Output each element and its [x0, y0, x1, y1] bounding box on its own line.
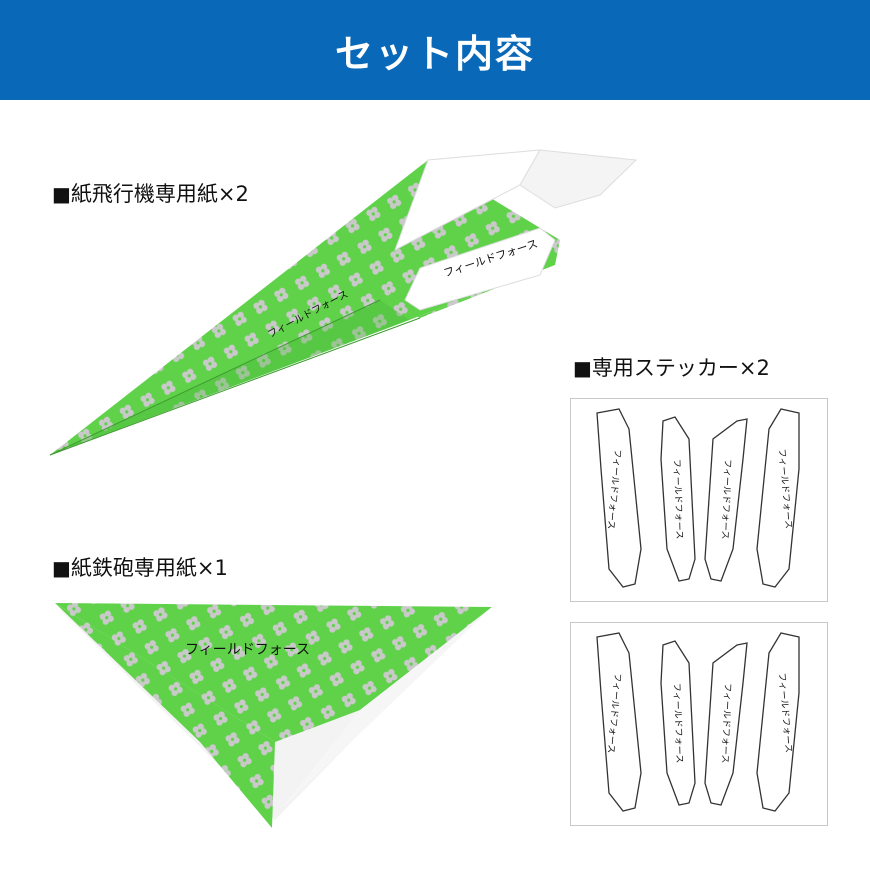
- paper-airplane-label-text: 紙飛行機専用紙×2: [70, 182, 249, 206]
- sticker-set-image: フィールドフォース フィールドフォース フィールドフォース フィールドフォース: [596, 632, 800, 812]
- square-bullet-icon: ■: [573, 356, 592, 380]
- sticker-brand-text: フィールドフォース: [671, 683, 684, 764]
- sticker-shape: [756, 408, 800, 588]
- sticker-shape: [660, 640, 696, 806]
- sticker-sheet: フィールドフォース フィールドフォース フィールドフォース フィールドフォース: [570, 398, 828, 602]
- sticker-set-image: フィールドフォース フィールドフォース フィールドフォース フィールドフォース: [596, 408, 800, 588]
- sticker-label-text: 専用ステッカー×2: [591, 356, 770, 380]
- paper-airplane-label: ■紙飛行機専用紙×2: [52, 178, 249, 208]
- sticker-shape: [660, 416, 696, 582]
- page-title: セット内容: [334, 31, 535, 76]
- square-bullet-icon: ■: [52, 182, 71, 206]
- sticker-brand-text: フィールドフォース: [719, 683, 732, 764]
- paper-airplane-image: フィールドフォース フィールドフォース: [49, 149, 638, 456]
- sticker-shape: [704, 418, 748, 582]
- paper-gun-label-text: 紙鉄砲専用紙×1: [70, 556, 228, 580]
- sticker-label: ■専用ステッカー×2: [573, 352, 770, 382]
- sticker-brand-text: フィールドフォース: [719, 459, 732, 540]
- sticker-brand-text: フィールドフォース: [671, 459, 684, 540]
- sticker-shape: [704, 642, 748, 806]
- square-bullet-icon: ■: [52, 556, 71, 580]
- paper-gun-image: フィールドフォース: [55, 603, 492, 828]
- sticker-shape: [756, 632, 800, 812]
- paper-gun-label: ■紙鉄砲専用紙×1: [52, 552, 228, 582]
- sticker-shape: [596, 408, 642, 588]
- brand-logo-icon: フィールドフォース: [185, 642, 310, 658]
- sticker-sheet: フィールドフォース フィールドフォース フィールドフォース フィールドフォース: [570, 622, 828, 826]
- gun-brand-text: フィールドフォース: [185, 642, 310, 658]
- page-header: セット内容: [0, 0, 870, 100]
- sticker-shape: [596, 632, 642, 812]
